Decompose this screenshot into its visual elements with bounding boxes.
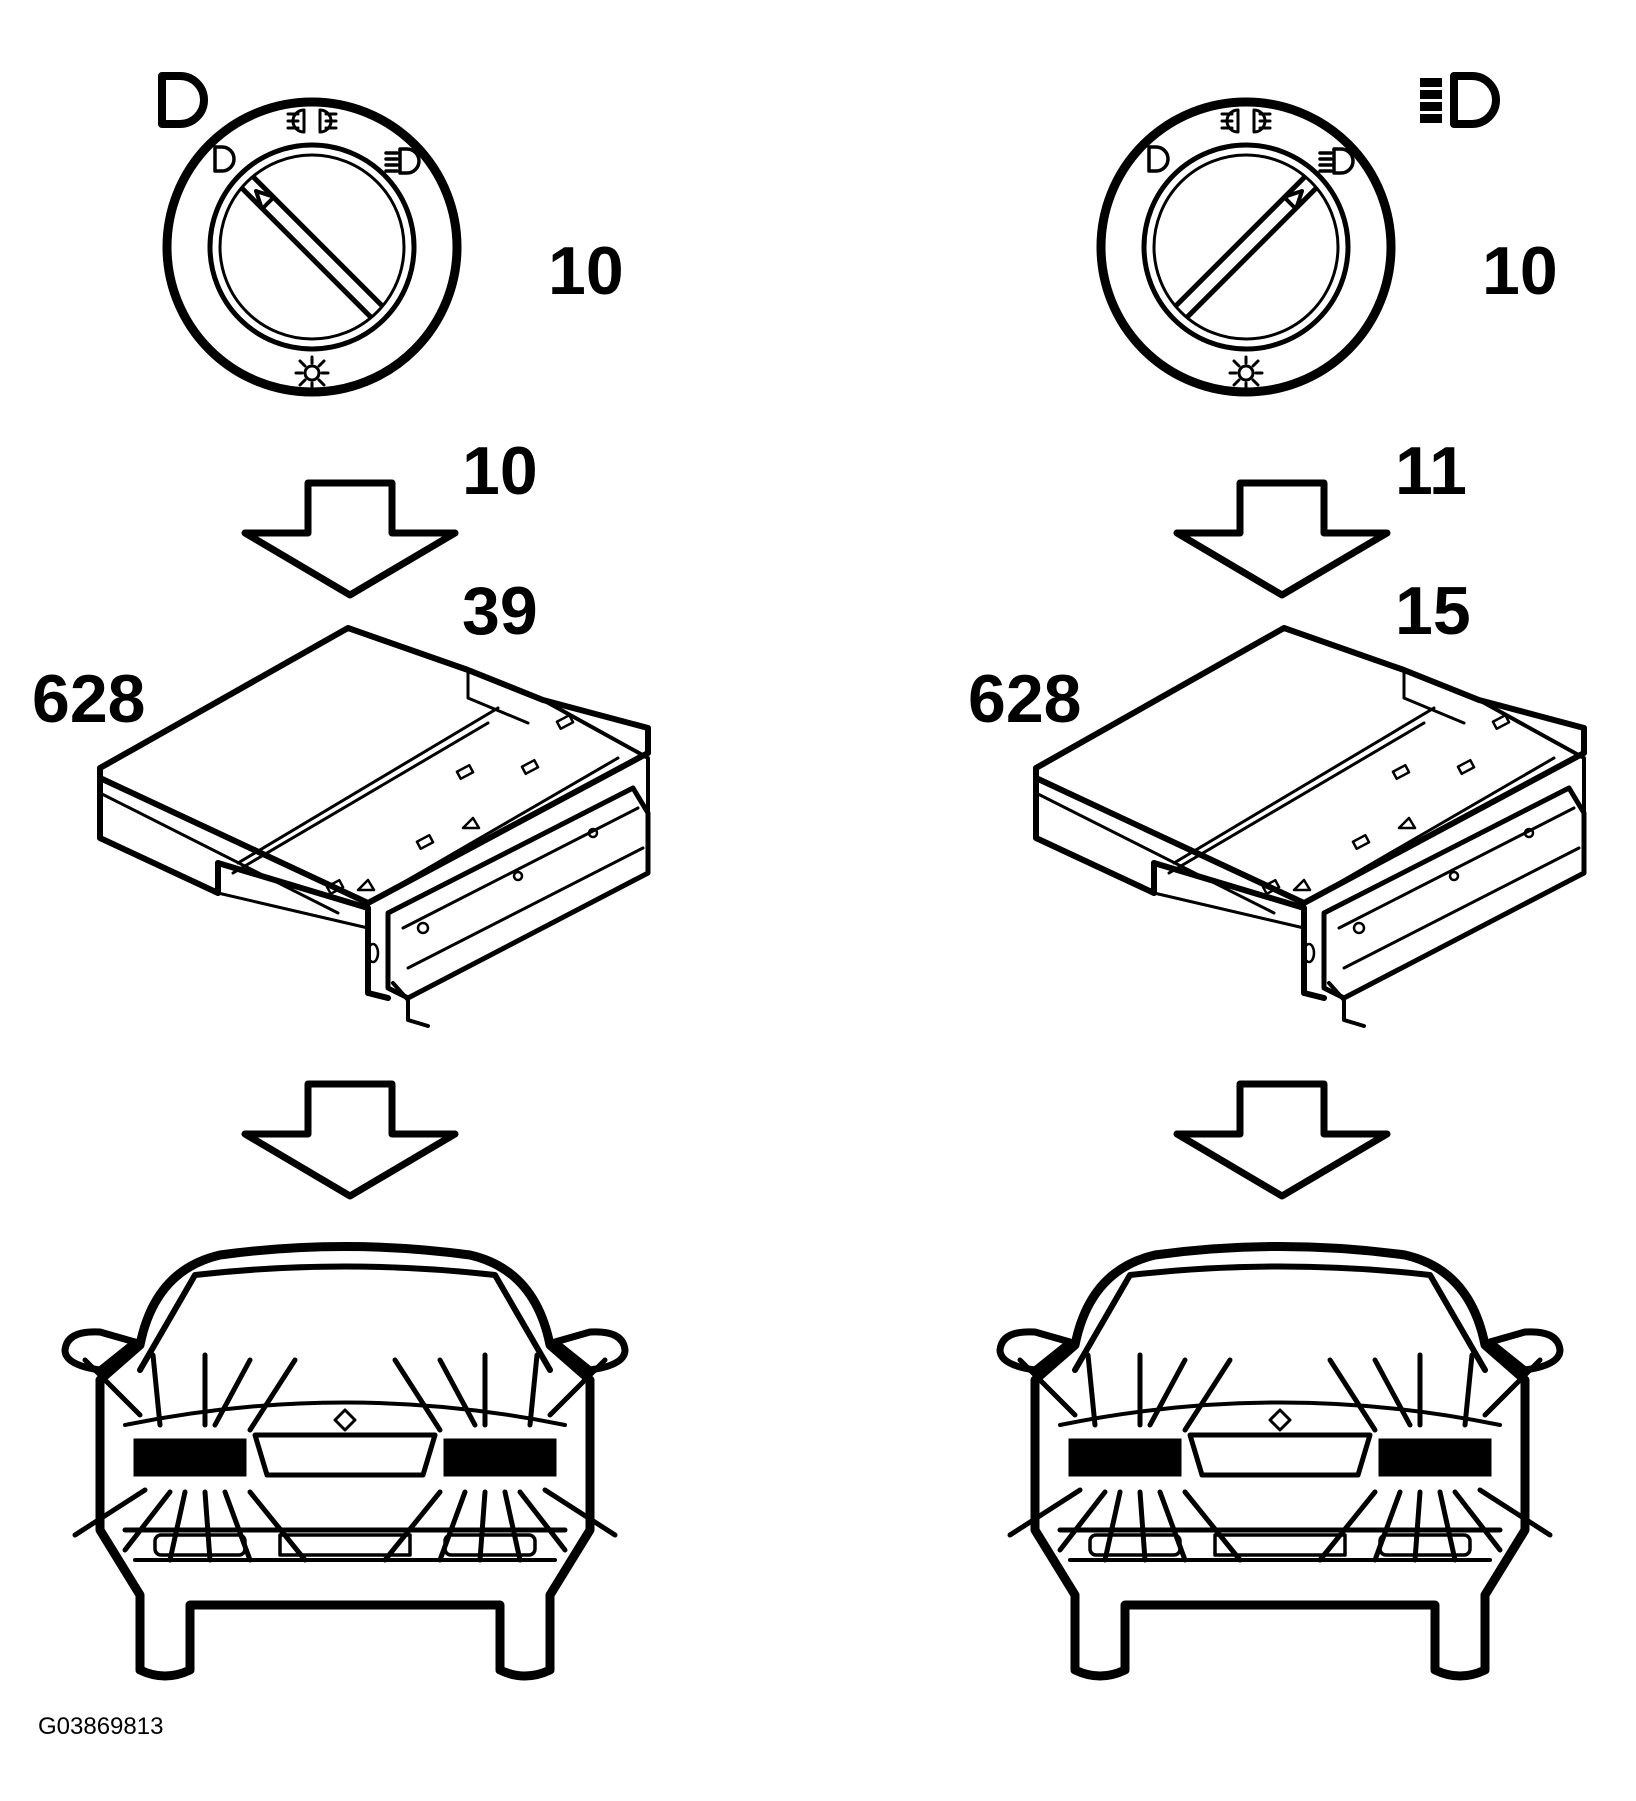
control-module	[100, 628, 648, 1026]
knob-pointer-icon	[254, 189, 276, 211]
module-pin-label: 15	[1395, 573, 1471, 649]
switch-knob	[240, 175, 384, 319]
signal-arrow	[1177, 1084, 1387, 1196]
signal-arrow	[245, 1084, 455, 1196]
light-switch	[1101, 102, 1391, 392]
panel-right: 10 11 15 628	[968, 72, 1584, 1677]
arrow-label: 10	[462, 433, 538, 509]
signal-arrow	[245, 483, 455, 595]
signal-arrow	[1177, 483, 1387, 595]
module-label: 628	[32, 661, 145, 737]
knob-pointer-icon	[1282, 189, 1304, 211]
switch-knob	[1174, 175, 1318, 319]
control-module	[1036, 628, 1584, 1026]
arrow-label: 11	[1395, 433, 1467, 509]
module-label: 628	[968, 661, 1081, 737]
vehicle-front-view	[65, 1247, 625, 1677]
module-pin-label: 39	[462, 573, 538, 649]
switch-label: 10	[1482, 233, 1558, 309]
low-beam-icon	[158, 72, 208, 128]
panel-left: 10 10 39 628	[32, 72, 648, 1677]
high-beam-icon	[1420, 72, 1500, 128]
figure-id: G03869813	[38, 1713, 163, 1740]
vehicle-front-view	[1000, 1247, 1560, 1677]
light-switch	[167, 102, 457, 392]
switch-label: 10	[548, 233, 624, 309]
